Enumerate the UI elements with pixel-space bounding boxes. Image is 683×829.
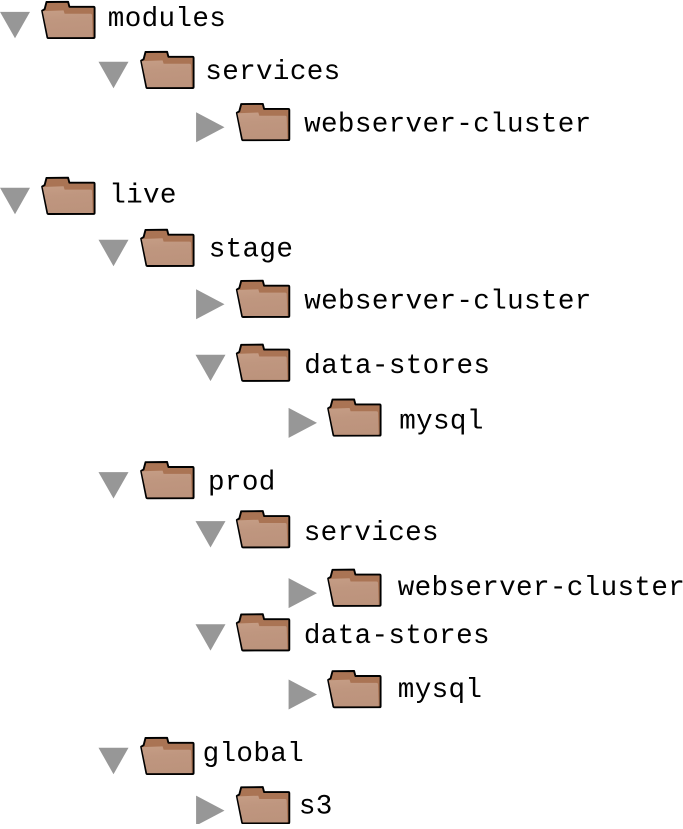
svg-text:global: global	[203, 739, 304, 770]
svg-text:services: services	[304, 518, 439, 549]
svg-text:mysql: mysql	[399, 407, 484, 438]
svg-text:live: live	[109, 181, 177, 212]
svg-text:prod: prod	[208, 468, 276, 499]
svg-text:data-stores: data-stores	[304, 621, 490, 652]
svg-text:webserver-cluster: webserver-cluster	[304, 287, 591, 318]
svg-text:stage: stage	[209, 234, 294, 265]
svg-text:mysql: mysql	[398, 675, 483, 706]
svg-text:data-stores: data-stores	[304, 351, 490, 382]
svg-text:webserver-cluster: webserver-cluster	[398, 573, 683, 604]
svg-text:s3: s3	[299, 792, 333, 823]
svg-text:modules: modules	[108, 4, 226, 35]
svg-text:webserver-cluster: webserver-cluster	[304, 110, 591, 141]
svg-text:services: services	[205, 57, 340, 88]
